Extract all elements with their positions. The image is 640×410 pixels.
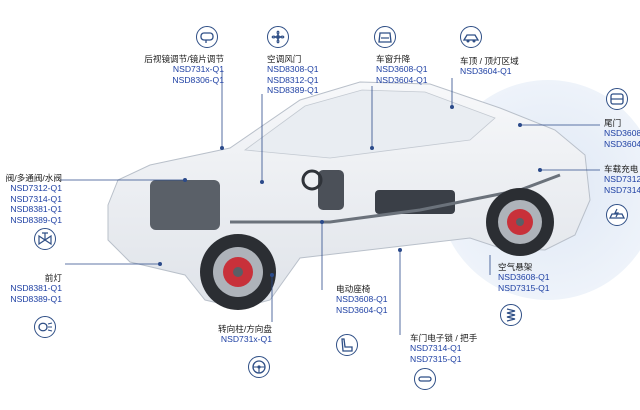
valve-icon (34, 228, 56, 250)
window-icon (374, 26, 396, 48)
label-headlamp-title: 前灯 (44, 273, 62, 283)
label-vent-title: 空调风门 (267, 54, 302, 64)
label-roof-title: 车顶 / 顶灯区域 (460, 56, 519, 66)
label-mirror-part-2: NSD8306-Q1 (172, 74, 224, 85)
label-tailgate: 尾门 NSD3608 NSD3604 (604, 118, 640, 149)
label-doorlock: 车门电子锁 / 把手 NSD7314-Q1 NSD7315-Q1 (410, 333, 477, 364)
label-doorlock-part-2: NSD7315-Q1 (410, 353, 462, 364)
headlamp-icon (34, 316, 56, 338)
label-headlamp-part-1: NSD8381-Q1 (10, 283, 62, 294)
car-windows (243, 89, 496, 159)
door-handle-icon (414, 368, 436, 390)
car-roof-icon (460, 26, 482, 48)
label-vent-part-3: NSD8389-Q1 (267, 85, 319, 96)
label-seat-title: 电动座椅 (336, 284, 371, 294)
label-charging-part-1: NSD7312 (604, 174, 640, 185)
label-doorlock-title: 车门电子锁 / 把手 (410, 333, 478, 343)
label-suspension-title: 空气悬架 (498, 262, 533, 272)
label-roof-part-1: NSD3604-Q1 (460, 66, 512, 77)
seat-shape (318, 170, 344, 210)
label-suspension-part-2: NSD7315-Q1 (498, 282, 550, 293)
label-suspension: 空气悬架 NSD3608-Q1 NSD7315-Q1 (498, 262, 550, 293)
rear-wheel (486, 188, 554, 256)
label-tailgate-part-2: NSD3604 (604, 138, 640, 149)
label-doorlock-part-1: NSD7314-Q1 (410, 343, 462, 354)
label-suspension-part-1: NSD3608-Q1 (498, 272, 550, 283)
label-valve: 阀/多通阀/水阀 NSD7312-Q1 NSD7314-Q1 NSD8381-Q… (6, 173, 62, 225)
label-mirror: 后视镜调节/镜片调节 NSD731x-Q1 NSD8306-Q1 (144, 54, 224, 85)
engine-block (150, 180, 220, 230)
label-vent-part-2: NSD8312-Q1 (267, 74, 319, 85)
tailgate-icon (606, 88, 628, 110)
label-roof: 车顶 / 顶灯区域 NSD3604-Q1 (460, 56, 519, 77)
front-wheel (200, 234, 276, 310)
label-vent: 空调风门 NSD8308-Q1 NSD8312-Q1 NSD8389-Q1 (267, 54, 319, 96)
label-steering-title: 转向柱/方向盘 (218, 324, 272, 334)
mirror-adjust-icon (196, 26, 218, 48)
label-steering-part-1: NSD731x-Q1 (220, 334, 272, 345)
label-window-title: 车窗升降 (376, 54, 411, 64)
label-headlamp-part-2: NSD8389-Q1 (10, 293, 62, 304)
label-seat-part-2: NSD3604-Q1 (336, 304, 388, 315)
leader-dots (158, 105, 542, 277)
fan-icon (267, 26, 289, 48)
label-window-part-2: NSD3604-Q1 (376, 74, 428, 85)
label-valve-part-4: NSD8389-Q1 (10, 214, 62, 225)
seat-icon (336, 334, 358, 356)
label-charging-part-2: NSD7314 (604, 184, 640, 195)
label-valve-part-1: NSD7312-Q1 (10, 183, 62, 194)
label-headlamp: 前灯 NSD8381-Q1 NSD8389-Q1 (10, 273, 62, 304)
label-valve-part-2: NSD7314-Q1 (10, 193, 62, 204)
label-steering: 转向柱/方向盘 NSD731x-Q1 (218, 324, 272, 345)
charging-car-icon (606, 204, 628, 226)
label-seat-part-1: NSD3608-Q1 (336, 294, 388, 305)
label-charging: 车载充电 NSD7312 NSD7314 (604, 164, 640, 195)
steering-column-icon (248, 356, 270, 378)
pipe-line (230, 173, 561, 224)
label-seat: 电动座椅 NSD3608-Q1 NSD3604-Q1 (336, 284, 388, 315)
label-window: 车窗升降 NSD3608-Q1 NSD3604-Q1 (376, 54, 428, 85)
suspension-icon (500, 304, 522, 326)
label-charging-title: 车载充电 (604, 164, 639, 174)
label-vent-part-1: NSD8308-Q1 (267, 64, 319, 75)
label-mirror-title: 后视镜调节/镜片调节 (144, 54, 224, 64)
label-tailgate-part-1: NSD3608 (604, 128, 640, 139)
label-valve-part-3: NSD8381-Q1 (10, 204, 62, 215)
label-window-part-1: NSD3608-Q1 (376, 64, 428, 75)
label-mirror-part-1: NSD731x-Q1 (172, 64, 224, 75)
label-valve-title: 阀/多通阀/水阀 (5, 173, 62, 183)
leader-lines (60, 70, 600, 335)
label-tailgate-title: 尾门 (604, 118, 622, 128)
steering-wheel (301, 169, 323, 191)
